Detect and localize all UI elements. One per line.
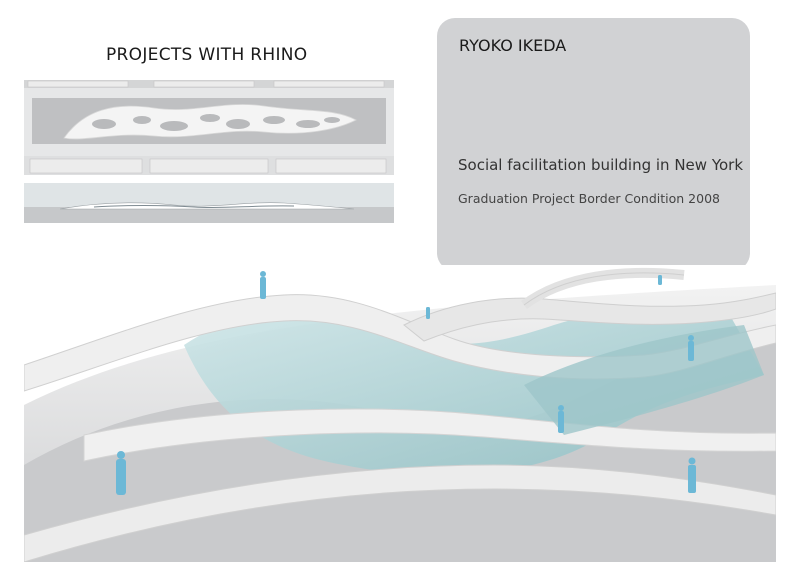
author-name: RYOKO IKEDA [459, 36, 567, 55]
elevation-view-image [24, 183, 394, 223]
plan-view-image [24, 80, 394, 175]
project-caption: Graduation Project Border Condition 2008 [458, 191, 720, 206]
project-subtitle: Social facilitation building in New York [458, 156, 744, 174]
architectural-render-image [24, 265, 776, 562]
info-card: RYOKO IKEDA Social facilitation building… [437, 18, 750, 271]
page-title: PROJECTS WITH RHINO [106, 45, 308, 66]
